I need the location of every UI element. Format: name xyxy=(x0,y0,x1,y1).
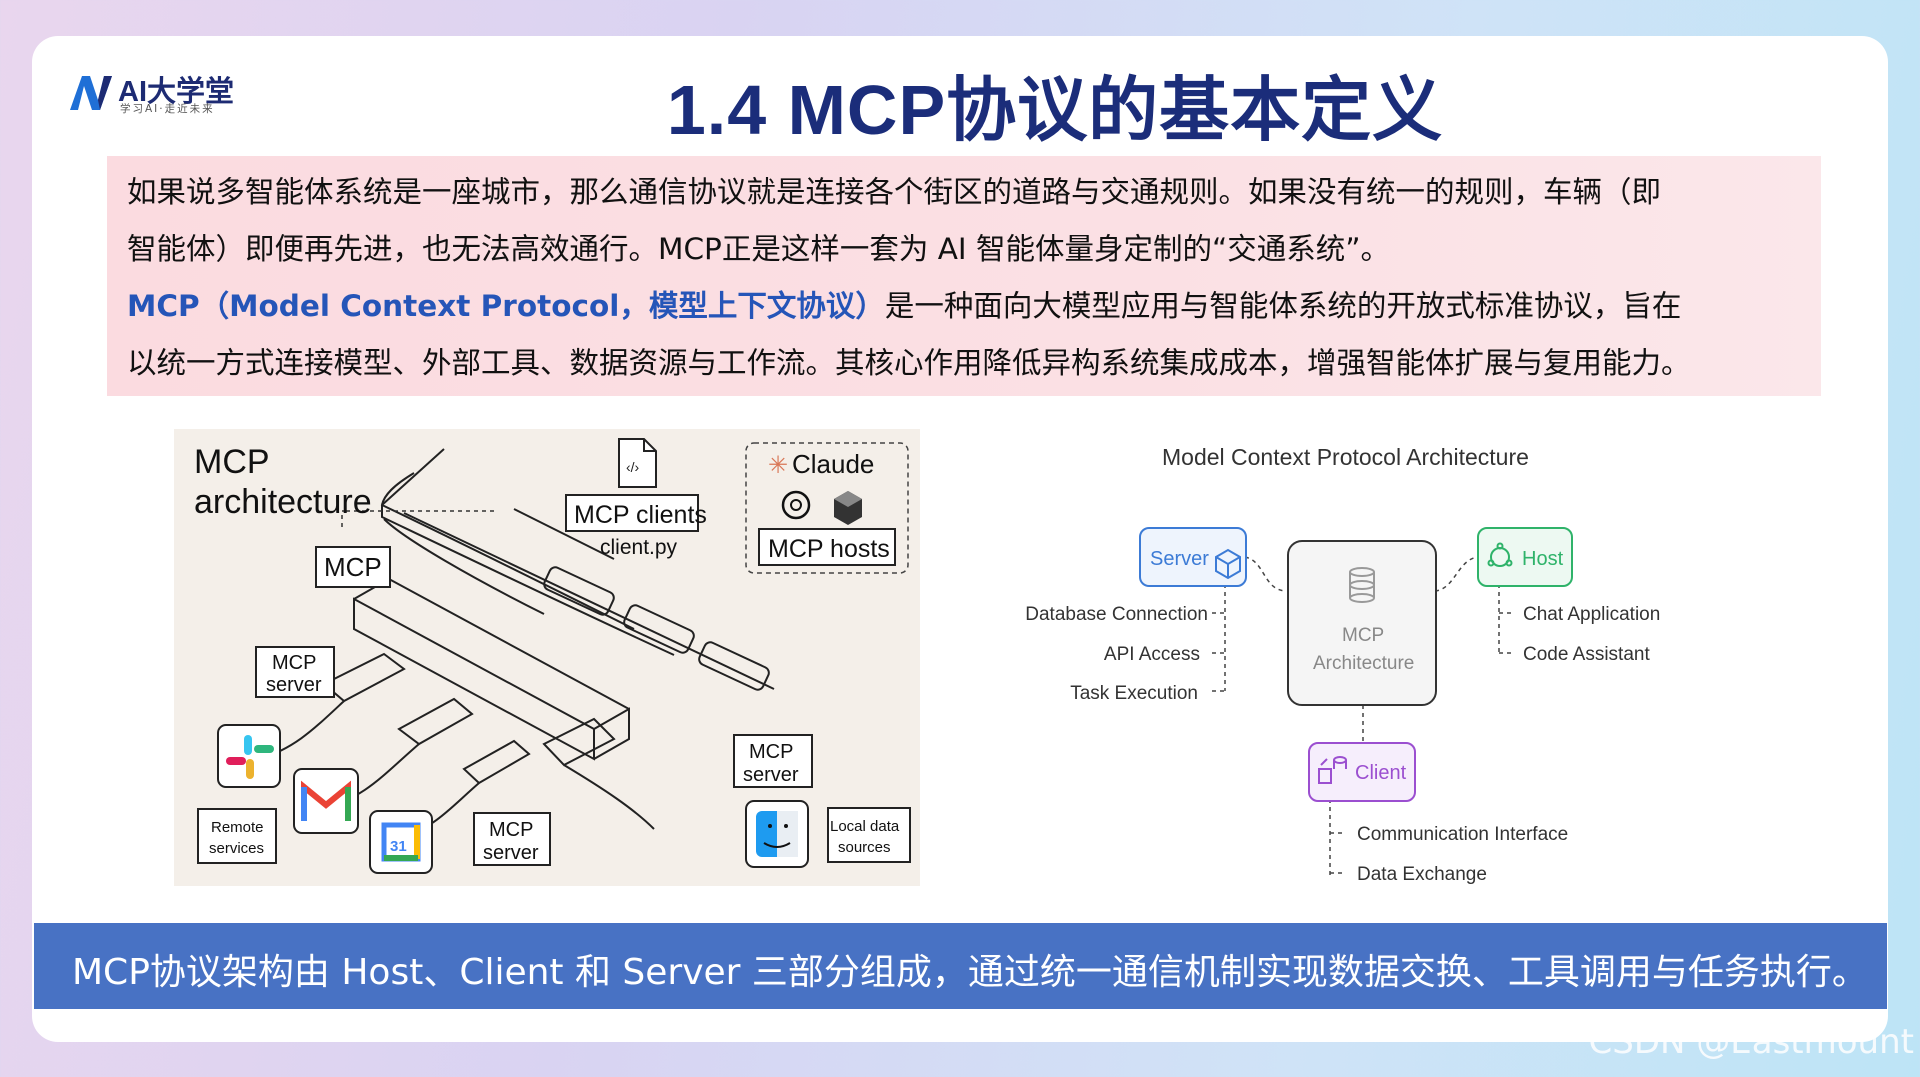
remote-services-box xyxy=(197,808,277,864)
mcp-hosts-group xyxy=(745,442,909,574)
protocol-architecture-diagram: Model Context Protocol Architecture MCP xyxy=(995,429,1865,899)
illustration-svg: MCP architecture ‹/› MCP clients client.… xyxy=(194,438,911,874)
gmail-icon xyxy=(293,768,359,834)
svg-text:✳: ✳ xyxy=(768,452,788,479)
openai-icon xyxy=(781,490,811,520)
host-item-2: Code Assistant xyxy=(1523,644,1650,665)
center-label-2: Architecture xyxy=(1313,653,1414,674)
mcp-architecture-illustration: MCP architecture ‹/› MCP clients client.… xyxy=(174,429,920,886)
arch-title: Model Context Protocol Architecture xyxy=(1162,444,1529,470)
summary-banner: MCP协议架构由 Host、Client 和 Server 三部分组成，通过统一… xyxy=(34,923,1887,1009)
host-item-1: Chat Application xyxy=(1523,604,1660,625)
intro-line-3: MCP（Model Context Protocol，模型上下文协议）是一种面向… xyxy=(127,286,1681,326)
server1-l1: MCP xyxy=(272,652,316,674)
swap-icon xyxy=(1318,756,1347,784)
logo-mark-icon xyxy=(70,76,112,110)
client-label: Client xyxy=(1355,762,1407,784)
host-connector xyxy=(1434,556,1478,592)
server-item-2: API Access xyxy=(1104,644,1200,665)
server2-l1: MCP xyxy=(489,819,533,841)
claude-icon: ✳ xyxy=(768,452,788,479)
mcp-clients-label: MCP clients xyxy=(574,501,707,529)
summary-text: MCP协议架构由 Host、Client 和 Server 三部分组成，通过统一… xyxy=(72,952,1868,993)
slack-icon xyxy=(217,724,281,788)
code-file-icon: ‹/› xyxy=(618,438,657,488)
server2-l2: server xyxy=(483,842,539,864)
server-label: Server xyxy=(1150,548,1209,570)
host-label: Host xyxy=(1522,548,1564,570)
logo-brand: AI大学堂 xyxy=(118,76,235,108)
mcp-server-box-1 xyxy=(255,646,335,698)
client-item-2: Data Exchange xyxy=(1357,864,1487,885)
network-icon xyxy=(1487,542,1513,567)
calendar-day: 31 xyxy=(390,838,407,855)
intro-line-4: 以统一方式连接模型、外部工具、数据资源与工作流。其核心作用降低异构系统集成成本，… xyxy=(127,346,1691,380)
mcp-server-box-2 xyxy=(473,812,551,866)
local-data-box xyxy=(827,807,911,863)
intro-line-2: 智能体）即便再先进，也无法高效通行。MCP正是这样一套为 AI 智能体量身定制的… xyxy=(127,232,1391,266)
calendar-icon: 31 xyxy=(369,810,433,874)
claude-label: Claude xyxy=(792,449,874,479)
server1-l2: server xyxy=(266,674,322,696)
server-node xyxy=(1139,527,1247,587)
remote-l2: services xyxy=(209,840,264,857)
architecture-svg: Model Context Protocol Architecture MCP xyxy=(1025,444,1660,885)
cube-icon xyxy=(1215,548,1241,580)
intro-line-3-rest: 是一种面向大模型应用与智能体系统的开放式标准协议，旨在 xyxy=(884,289,1682,323)
local-l2: sources xyxy=(838,839,891,856)
server3-l2: server xyxy=(743,764,799,786)
watermark: CSDN @Eastmount xyxy=(1588,1022,1914,1062)
illustration-title-line1: MCP xyxy=(194,443,270,481)
mcp-box-label: MCP xyxy=(324,552,382,582)
intro-line-1: 如果说多智能体系统是一座城市，那么通信协议就是连接各个街区的道路与交通规则。如果… xyxy=(127,175,1662,209)
cursor-icon xyxy=(834,491,862,525)
client-file-label: client.py xyxy=(600,536,678,559)
center-label-1: MCP xyxy=(1342,625,1384,646)
intro-highlight: MCP（Model Context Protocol，模型上下文协议） xyxy=(127,289,885,323)
local-l1: Local data xyxy=(830,818,900,835)
remote-l1: Remote xyxy=(211,819,264,836)
center-node xyxy=(1287,540,1437,706)
finder-icon xyxy=(745,800,809,868)
server3-l1: MCP xyxy=(749,741,793,763)
svg-text:‹/›: ‹/› xyxy=(626,459,640,475)
database-icon xyxy=(1349,567,1375,603)
illustration-title-line2: architecture xyxy=(194,483,372,521)
logo-slogan: 学习AI·走近未来 xyxy=(120,103,215,115)
intro-box: 如果说多智能体系统是一座城市，那么通信协议就是连接各个街区的道路与交通规则。如果… xyxy=(107,156,1821,396)
page-title: 1.4 MCP协议的基本定义 xyxy=(666,71,1444,149)
logo: AI大学堂 学习AI·走近未来 xyxy=(68,68,258,118)
mcp-hosts-label: MCP hosts xyxy=(768,535,890,563)
mcp-hosts-box xyxy=(758,528,896,566)
client-item-1: Communication Interface xyxy=(1357,824,1568,845)
server-connector xyxy=(1244,556,1286,592)
server-item-3: Task Execution xyxy=(1070,683,1198,704)
host-node xyxy=(1477,527,1573,587)
mcp-clients-box xyxy=(565,494,699,532)
server-item-1: Database Connection xyxy=(1025,604,1208,625)
mcp-server-box-3 xyxy=(733,734,813,788)
mcp-box xyxy=(315,546,391,588)
